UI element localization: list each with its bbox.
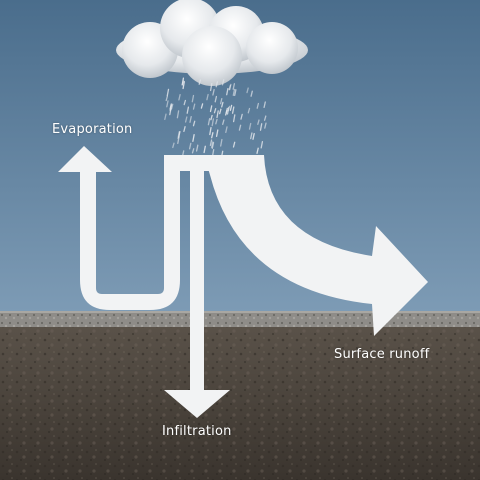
rain [164, 77, 267, 158]
raindrop [192, 120, 196, 127]
raindrop [192, 103, 196, 110]
raindrop [260, 141, 264, 149]
ground-surface-texture [0, 311, 480, 327]
raindrop [216, 110, 219, 119]
raindrop [232, 141, 236, 148]
rainfall-junction [164, 155, 264, 171]
raindrop [248, 122, 252, 130]
infiltration-label: Infiltration [162, 424, 232, 439]
raindrop [232, 83, 236, 90]
raindrop [207, 118, 211, 126]
raindrop [211, 118, 215, 127]
raindrop [263, 115, 267, 121]
raindrop [212, 88, 215, 96]
raindrop [250, 132, 253, 140]
raindrop [219, 97, 223, 105]
surface-runoff-label: Surface runoff [334, 347, 430, 362]
raindrop [250, 90, 253, 97]
evaporation-arrow [58, 146, 180, 310]
raindrop [246, 87, 249, 94]
raindrop [166, 88, 170, 97]
raindrop [209, 139, 213, 147]
raindrop [182, 81, 185, 90]
raindrop [234, 89, 237, 97]
raindrop [227, 105, 231, 112]
raindrop [228, 84, 232, 91]
raindrop [215, 118, 218, 125]
cloud [116, 0, 308, 86]
raindrop [256, 147, 259, 154]
raindrop [252, 132, 255, 140]
raindrop [184, 116, 188, 123]
raindrop [178, 130, 181, 138]
ground-edge [0, 311, 480, 313]
raindrop [206, 93, 209, 101]
raindrop [183, 99, 187, 106]
raindrop [219, 108, 222, 115]
raindrop [183, 126, 186, 133]
raindrop [215, 81, 219, 88]
raindrop [210, 114, 213, 121]
raindrop [225, 109, 228, 116]
raindrop [211, 141, 215, 149]
raindrop [172, 142, 175, 149]
raindrop [189, 115, 192, 123]
raindrop [191, 94, 195, 103]
raindrop [257, 119, 260, 125]
raindrop [231, 106, 235, 114]
raindrop [264, 122, 267, 129]
raindrop [232, 88, 236, 97]
surface-runoff-arrow [204, 155, 428, 336]
raindrop [211, 132, 214, 139]
raindrop [215, 129, 219, 138]
raindrop [195, 144, 199, 152]
raindrop [263, 101, 266, 109]
arrows [58, 146, 428, 418]
raindrop [247, 107, 251, 114]
raindrop [169, 103, 172, 110]
raindrop [191, 148, 195, 154]
raindrop [198, 79, 202, 85]
raindrop [200, 103, 204, 109]
raindrop [181, 77, 185, 86]
raindrop [226, 87, 229, 96]
raindrop [166, 100, 169, 108]
evaporation-label: Evaporation [52, 122, 133, 137]
raindrop [186, 106, 190, 114]
raindrop [209, 105, 213, 113]
raindrop [229, 104, 233, 111]
raindrop [170, 103, 174, 110]
raindrop [213, 108, 217, 114]
raindrop [209, 82, 213, 92]
raindrop [232, 114, 236, 123]
raindrop [238, 124, 242, 131]
raindrop [165, 95, 169, 102]
raindrop [192, 134, 195, 142]
infiltration-arrow [164, 155, 230, 418]
raindrop [176, 110, 180, 119]
raindrop [220, 138, 223, 147]
soil-texture [0, 326, 480, 480]
raindrop [225, 126, 228, 134]
raindrop [203, 145, 206, 154]
raindrop [221, 101, 224, 108]
raindrop [188, 142, 192, 150]
raindrop [210, 141, 214, 148]
raindrop [178, 93, 181, 101]
raindrop [259, 123, 263, 131]
raindrop [164, 113, 167, 121]
raindrop [221, 79, 225, 86]
raindrop [214, 95, 218, 103]
raindrop [256, 102, 260, 109]
raindrop [222, 119, 225, 125]
raindrop [240, 113, 243, 120]
raindrop [209, 126, 212, 136]
